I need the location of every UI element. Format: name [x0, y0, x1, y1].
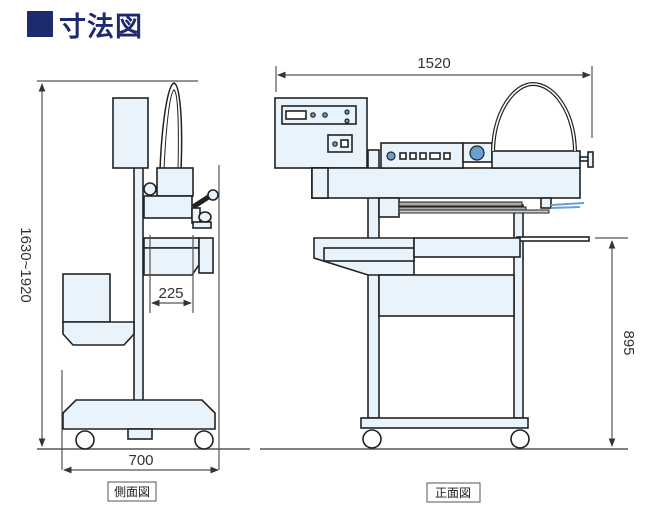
- front-sealer-body: [311, 167, 581, 199]
- front-lower-panel: [378, 274, 515, 317]
- side-sealer-body: [143, 195, 193, 219]
- side-head-unit: [156, 167, 194, 197]
- front-dial: [469, 145, 485, 161]
- side-tray-label: 225: [158, 285, 183, 302]
- front-display: [285, 110, 307, 120]
- front-caption: 正面図: [435, 486, 471, 500]
- front-height-label: 895: [620, 330, 637, 355]
- front-handle-knob: [587, 151, 594, 168]
- side-caster-left: [75, 430, 95, 450]
- front-bottom-frame: [360, 417, 529, 429]
- side-arch: [159, 82, 183, 171]
- side-caption-box: [107, 481, 157, 502]
- side-control-box: [112, 97, 149, 169]
- side-bag-shelf: [62, 321, 135, 346]
- side-pole: [133, 166, 144, 404]
- side-width-label: 700: [128, 452, 153, 469]
- front-conveyor: [413, 237, 521, 258]
- page-title: 寸法図: [27, 6, 143, 43]
- side-knob: [143, 182, 157, 196]
- side-height-label: 1630~1920: [17, 227, 34, 303]
- front-arch: [491, 81, 577, 152]
- front-output-plate: [516, 236, 590, 242]
- front-caster-right: [510, 429, 530, 449]
- title-text: 寸法図: [59, 11, 143, 43]
- title-square-icon: [27, 11, 53, 37]
- side-base: [62, 399, 216, 430]
- front-caster-left: [362, 429, 382, 449]
- side-view: 1630~1920 225: [17, 80, 250, 502]
- front-width-label: 1520: [417, 55, 450, 72]
- side-conveyor: [143, 237, 200, 249]
- side-bag-box: [62, 273, 111, 323]
- front-caption-box: [426, 482, 481, 503]
- side-caster-right: [194, 430, 214, 450]
- front-view: 1520: [260, 55, 637, 503]
- side-caption: 側面図: [114, 485, 150, 499]
